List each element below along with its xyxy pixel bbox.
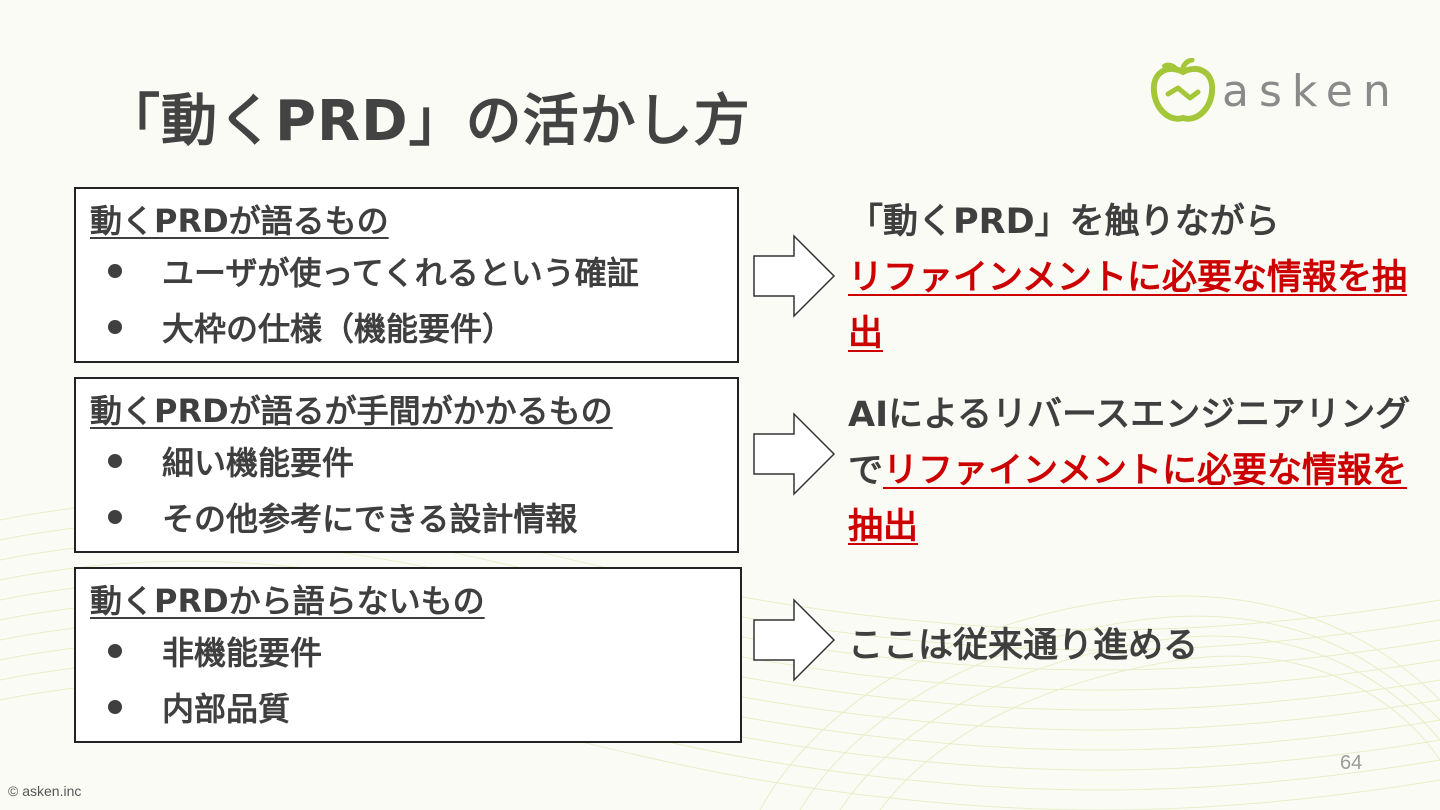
bullet-icon bbox=[108, 700, 122, 714]
asken-logo: asken bbox=[1148, 58, 1391, 124]
slide-title: 「動くPRD」の活かし方 bbox=[104, 89, 751, 154]
list-item: ユーザが使ってくれるという確証 bbox=[90, 243, 737, 299]
bullet-icon bbox=[108, 644, 122, 658]
bullet-icon bbox=[108, 320, 122, 334]
conclusion-highlight: リファインメントに必要な情報を抽出 bbox=[848, 451, 1407, 547]
info-box-costly: 動くPRDが語るが手間がかかるもの 細い機能要件 その他参考にできる設計情報 bbox=[74, 377, 739, 553]
bullet-icon bbox=[108, 454, 122, 468]
apple-icon bbox=[1150, 58, 1216, 122]
list-item-text: 大枠の仕様（機能要件） bbox=[162, 310, 515, 348]
box-heading: 動くPRDが語るが手間がかかるもの bbox=[90, 392, 613, 430]
list-item: 大枠の仕様（機能要件） bbox=[90, 299, 737, 355]
list-item-text: 内部品質 bbox=[162, 690, 291, 728]
conclusion-text: 「動くPRD」を触りながら リファインメントに必要な情報を抽出 bbox=[848, 194, 1418, 362]
info-box-unspoken: 動くPRDから語らないもの 非機能要件 内部品質 bbox=[74, 567, 742, 743]
copyright-text: © asken.inc bbox=[8, 783, 82, 799]
conclusion-text: AIによるリバースエンジニアリングでリファインメントに必要な情報を抽出 bbox=[848, 387, 1418, 555]
conclusion-prefix: 「動くPRD」を触りながら bbox=[848, 202, 1280, 242]
list-item: 内部品質 bbox=[90, 679, 740, 735]
bullet-icon bbox=[108, 510, 122, 524]
conclusion-prefix: AIによるリバースエンジニアリングで bbox=[848, 395, 1411, 491]
box-heading: 動くPRDから語らないもの bbox=[90, 582, 485, 620]
list-item-text: ユーザが使ってくれるという確証 bbox=[162, 254, 639, 292]
conclusion-highlight: リファインメントに必要な情報を抽出 bbox=[848, 258, 1407, 354]
conclusion-prefix: ここは従来通り進める bbox=[848, 626, 1199, 666]
box-heading: 動くPRDが語るもの bbox=[90, 202, 389, 240]
arrow-right-icon bbox=[753, 412, 836, 496]
info-box-spoken: 動くPRDが語るもの ユーザが使ってくれるという確証 大枠の仕様（機能要件） bbox=[74, 187, 739, 363]
arrow-right-icon bbox=[753, 598, 836, 682]
list-item-text: 非機能要件 bbox=[162, 634, 323, 672]
list-item-text: その他参考にできる設計情報 bbox=[162, 500, 578, 538]
logo-text: asken bbox=[1222, 66, 1401, 117]
list-item-text: 細い機能要件 bbox=[162, 444, 355, 482]
conclusion-text: ここは従来通り進める bbox=[848, 618, 1418, 674]
page-number: 64 bbox=[1340, 752, 1363, 774]
list-item: 細い機能要件 bbox=[90, 433, 737, 489]
list-item: その他参考にできる設計情報 bbox=[90, 489, 737, 545]
list-item: 非機能要件 bbox=[90, 623, 740, 679]
arrow-right-icon bbox=[753, 234, 836, 318]
bullet-icon bbox=[108, 264, 122, 278]
